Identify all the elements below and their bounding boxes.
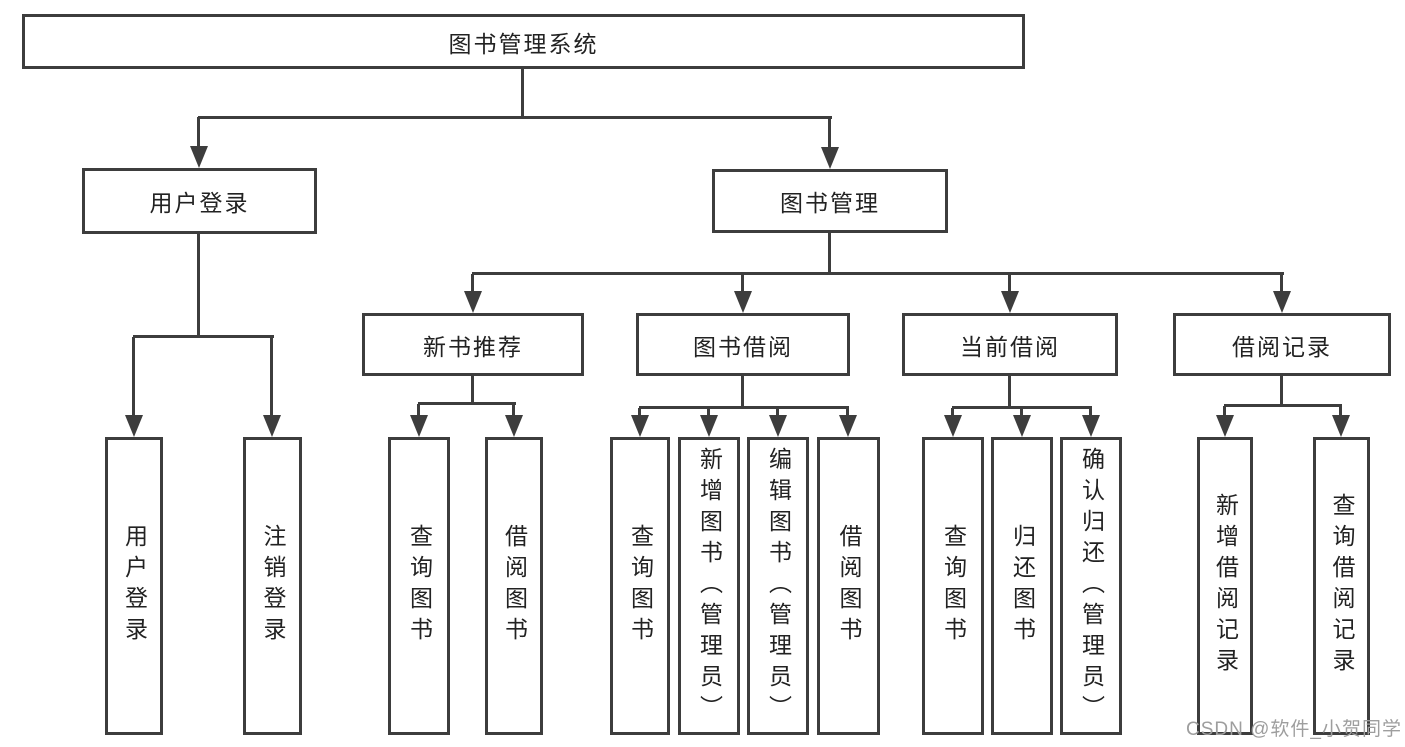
connector-borrowing-records-distributor <box>1224 404 1342 407</box>
node-label: 查询图书 <box>940 524 967 648</box>
connector-new-book-distributor <box>418 402 516 405</box>
node-new-book-recommend: 新书推荐 <box>362 313 584 376</box>
arrowhead-add-borrow-record <box>1216 415 1234 437</box>
node-user-login: 用户登录 <box>82 168 317 234</box>
connector-drop-book-management <box>828 117 831 149</box>
leaf-add-borrow-record: 新增借阅记录 <box>1197 437 1253 735</box>
node-label: 查询图书 <box>627 524 654 648</box>
connector-drop-book-borrowing <box>741 274 744 293</box>
connector-drop-borrow-books-1 <box>512 404 515 416</box>
arrowhead-query-borrow-record <box>1332 415 1350 437</box>
connector-drop-leaf-logout <box>270 337 273 417</box>
connector-drop-leaf-user-login <box>132 337 135 417</box>
connector-book-management-trunk <box>828 233 831 274</box>
node-label: 用户登录 <box>149 190 250 216</box>
connector-drop-query-books-2 <box>638 408 641 416</box>
leaf-confirm-return-admin: 确认归还（管理员） <box>1060 437 1122 735</box>
node-label: 图书管理 <box>780 190 880 216</box>
leaf-query-books-2: 查询图书 <box>610 437 670 735</box>
connector-current-borrowing-distributor <box>952 406 1092 409</box>
node-label: 注销登录 <box>260 524 286 648</box>
connector-drop-new-book <box>471 274 474 293</box>
leaf-logout: 注销登录 <box>243 437 302 735</box>
arrowhead-query-books-2 <box>631 415 649 437</box>
connector-drop-borrowing-records <box>1280 274 1283 293</box>
arrowhead-leaf-user-login <box>125 415 143 437</box>
arrowhead-book-borrowing <box>734 291 752 313</box>
leaf-user-login: 用户登录 <box>105 437 163 735</box>
node-label: 确认归还（管理员） <box>1078 446 1105 726</box>
arrowhead-return-books <box>1013 415 1031 437</box>
node-label: 新增借阅记录 <box>1212 493 1239 679</box>
arrowhead-confirm-return <box>1082 415 1100 437</box>
arrowhead-borrowing-records <box>1273 291 1291 313</box>
arrowhead-book-management <box>821 147 839 169</box>
node-book-borrowing: 图书借阅 <box>636 313 850 376</box>
leaf-borrow-books-1: 借阅图书 <box>485 437 543 735</box>
connector-level1-distributor <box>198 116 832 119</box>
arrowhead-query-books-1 <box>410 415 428 437</box>
connector-drop-query-books-1 <box>417 404 420 416</box>
connector-drop-add-book <box>707 408 710 416</box>
connector-current-borrowing-trunk <box>1008 376 1011 407</box>
leaf-query-borrow-record: 查询借阅记录 <box>1313 437 1370 735</box>
connector-book-borrowing-distributor <box>639 406 849 409</box>
leaf-borrow-books-2: 借阅图书 <box>817 437 880 735</box>
connector-user-login-trunk <box>197 234 200 337</box>
connector-user-login-distributor <box>133 335 274 338</box>
node-label: 查询图书 <box>406 524 433 648</box>
arrowhead-borrow-books-1 <box>505 415 523 437</box>
connector-drop-query-borrow-record <box>1339 406 1342 416</box>
leaf-query-books-1: 查询图书 <box>388 437 450 735</box>
node-current-borrowing: 当前借阅 <box>902 313 1118 376</box>
node-label: 图书借阅 <box>693 333 793 360</box>
node-label: 新书推荐 <box>423 333 523 360</box>
leaf-add-book-admin: 新增图书（管理员） <box>678 437 740 735</box>
node-label: 新增图书（管理员） <box>696 446 723 726</box>
arrowhead-add-book <box>700 415 718 437</box>
arrowhead-leaf-logout <box>263 415 281 437</box>
arrowhead-new-book <box>464 291 482 313</box>
connector-root-trunk <box>521 69 524 117</box>
node-label: 图书管理系统 <box>448 30 599 57</box>
node-label: 归还图书 <box>1009 524 1036 648</box>
connector-drop-borrow-books-2 <box>846 408 849 416</box>
connector-borrowing-records-trunk <box>1280 376 1283 405</box>
node-label: 借阅图书 <box>836 524 862 648</box>
connector-level2-distributor <box>472 272 1284 275</box>
leaf-edit-book-admin: 编辑图书（管理员） <box>747 437 809 735</box>
connector-drop-current-borrowing <box>1008 274 1011 293</box>
arrowhead-query-books-3 <box>944 415 962 437</box>
leaf-return-books: 归还图书 <box>991 437 1053 735</box>
connector-drop-confirm-return <box>1089 408 1092 416</box>
node-borrowing-records: 借阅记录 <box>1173 313 1391 376</box>
node-label: 编辑图书（管理员） <box>765 446 792 726</box>
node-label: 借阅图书 <box>501 524 528 648</box>
connector-drop-query-books-3 <box>951 408 954 416</box>
node-label: 用户登录 <box>121 524 148 648</box>
connector-drop-add-borrow-record <box>1223 406 1226 416</box>
connector-new-book-trunk <box>471 376 474 403</box>
node-label: 当前借阅 <box>960 333 1060 360</box>
leaf-query-books-3: 查询图书 <box>922 437 984 735</box>
node-label: 查询借阅记录 <box>1329 493 1355 679</box>
node-label: 借阅记录 <box>1232 333 1332 360</box>
arrowhead-current-borrowing <box>1001 291 1019 313</box>
arrowhead-borrow-books-2 <box>839 415 857 437</box>
connector-drop-return-books <box>1020 408 1023 416</box>
connector-drop-user-login <box>197 117 200 148</box>
connector-book-borrowing-trunk <box>741 376 744 407</box>
node-book-management: 图书管理 <box>712 169 948 233</box>
connector-drop-edit-book <box>776 408 779 416</box>
arrowhead-edit-book <box>769 415 787 437</box>
csdn-watermark: CSDN @软件_小贺同学 <box>1186 719 1402 740</box>
arrowhead-user-login <box>190 146 208 168</box>
node-root-system: 图书管理系统 <box>22 14 1025 69</box>
